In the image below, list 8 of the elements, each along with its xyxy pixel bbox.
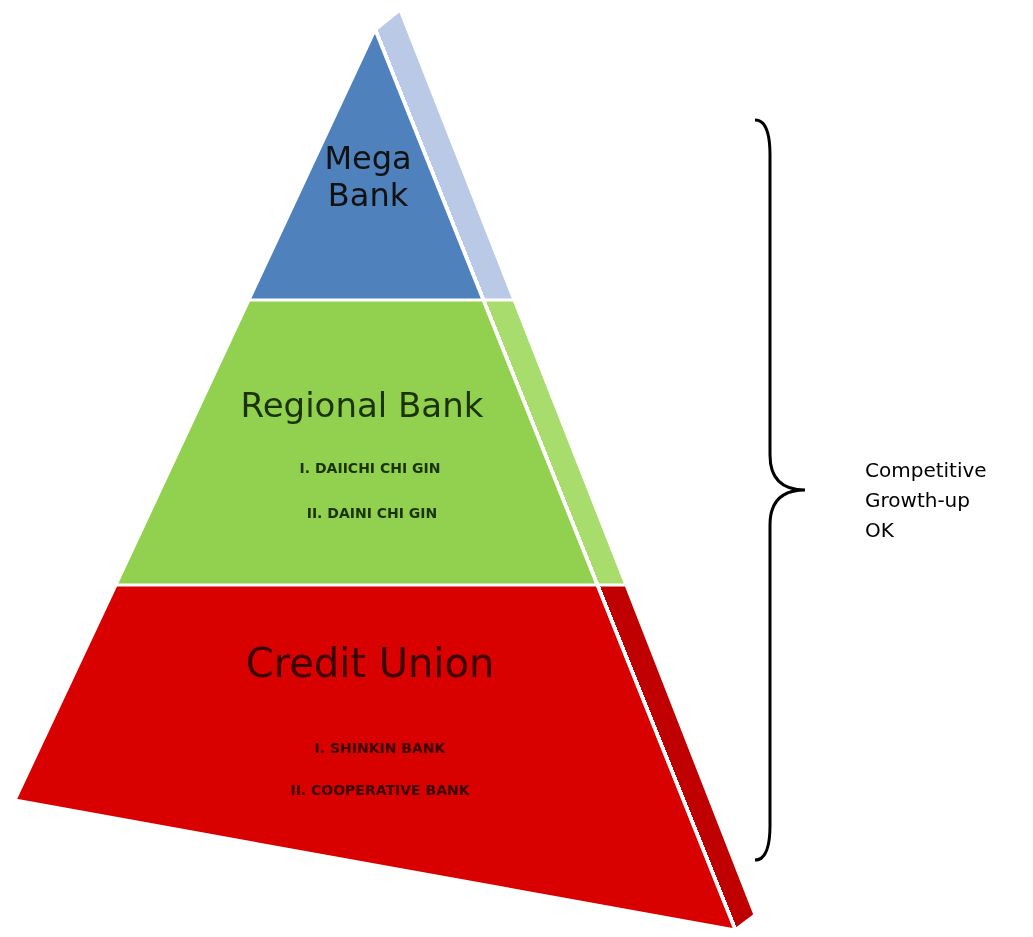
tier-item: I. SHINKIN BANK	[313, 740, 447, 756]
tier-title: Mega Bank	[323, 140, 413, 214]
tier-title: Credit Union	[244, 640, 496, 686]
tier-item: I. DAIICHI CHI GIN	[298, 460, 442, 476]
side-note: Competitive Growth-up OK	[865, 457, 985, 544]
tier-item: II. DAINI CHI GIN	[305, 505, 439, 521]
tier-item: II. COOPERATIVE BANK	[289, 782, 471, 798]
tier-title: Regional Bank	[239, 385, 485, 425]
